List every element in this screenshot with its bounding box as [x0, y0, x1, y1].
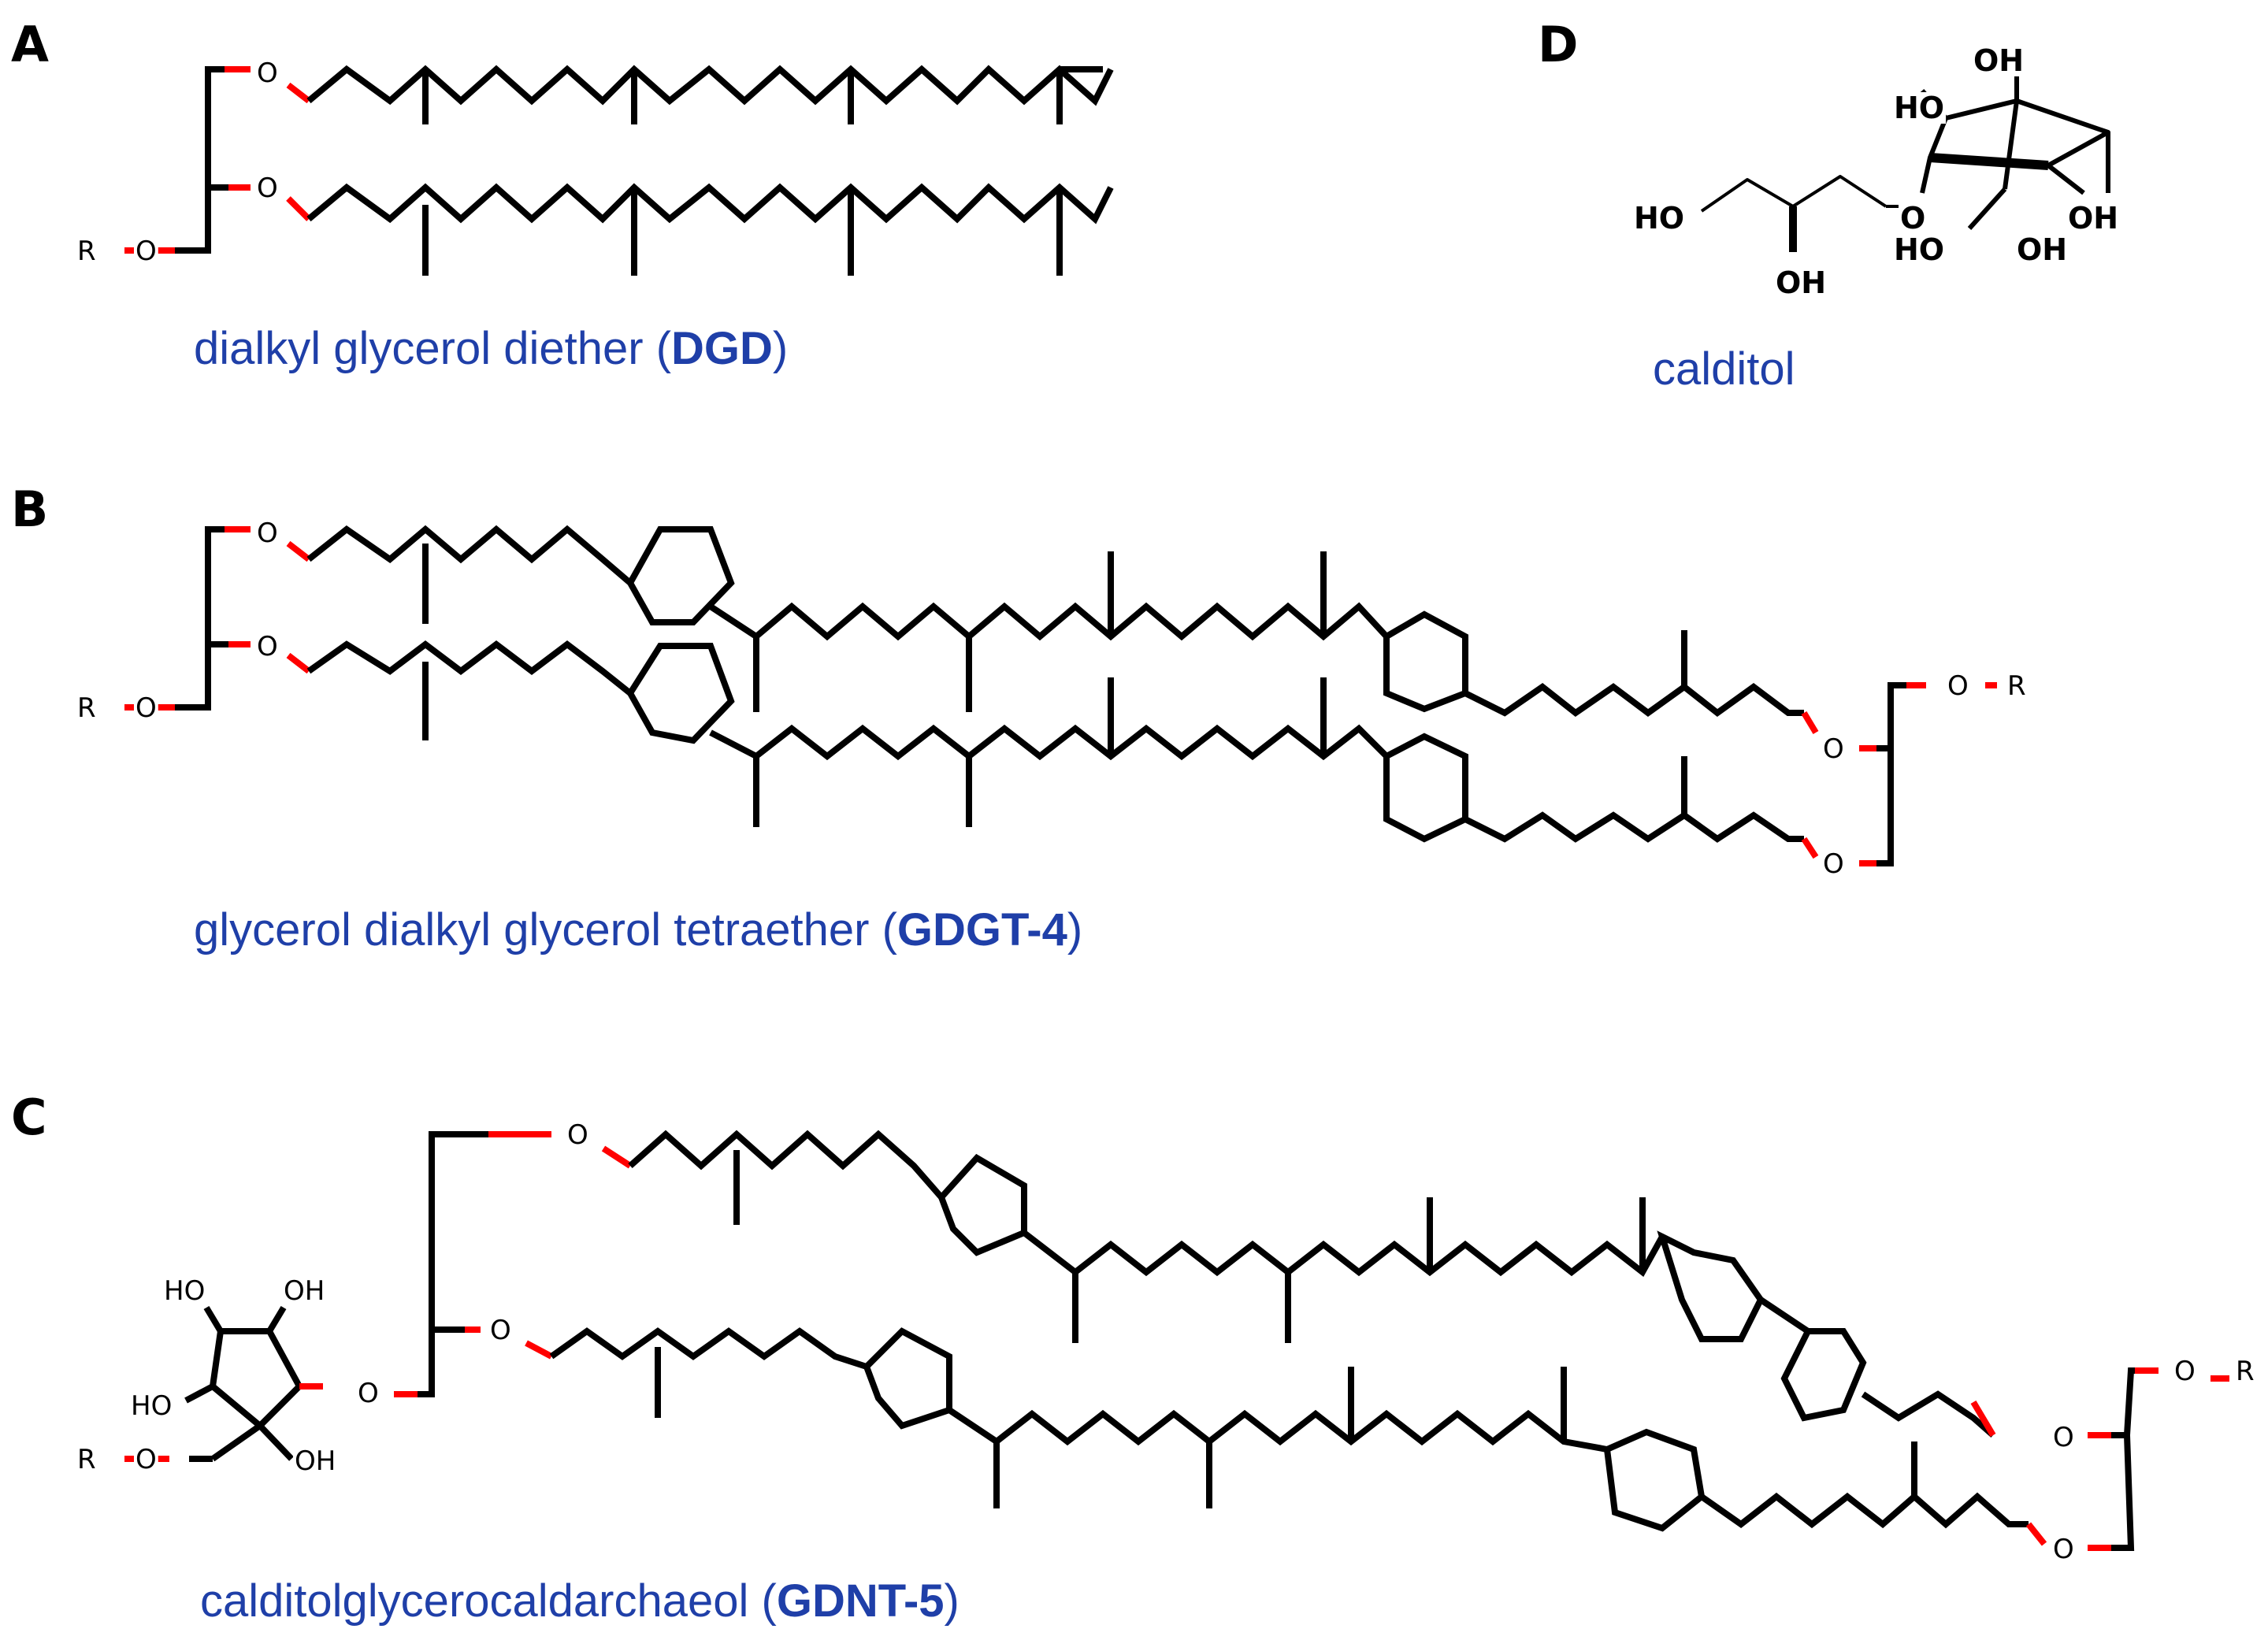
hydroxyl-label: HO	[131, 1390, 172, 1422]
panel-d: D OH HO HO O OH OH HO OH calditol	[1538, 16, 2121, 395]
calditol-structure: OH HO HO O OH OH HO OH	[1632, 43, 2121, 300]
hydroxyl-label: OH	[2017, 232, 2067, 267]
oxygen-label: O	[1823, 733, 1844, 765]
panel-a-letter: A	[11, 16, 49, 73]
oxygen-label: O	[567, 1119, 588, 1151]
dgd-structure: O O O R	[76, 58, 1114, 276]
oxygen-label: O	[257, 518, 278, 549]
hydroxyl-label: HO	[164, 1275, 205, 1307]
oxygen-label: O	[135, 1444, 157, 1475]
oxygen-label: O	[2053, 1422, 2074, 1453]
panel-a-caption: dialkyl glycerol diether (DGD)	[194, 323, 788, 374]
panel-c: C	[11, 1089, 2256, 1627]
gdnt-structure: HO OH HO OH O O R O O O O O R	[76, 1119, 2256, 1565]
hydroxyl-label: HO	[1634, 201, 1684, 236]
hydroxyl-label: OH	[2068, 201, 2118, 236]
r-group-label: R	[77, 236, 96, 267]
oxygen-label: O	[2053, 1534, 2074, 1565]
hydroxyl-label: OH	[1776, 265, 1826, 300]
oxygen-label: O	[257, 631, 278, 662]
gdgt-structure: O O O R O O O R	[76, 518, 2028, 880]
panel-b-caption: glycerol dialkyl glycerol tetraether (GD…	[194, 904, 1082, 955]
oxygen-label: O	[2174, 1356, 2196, 1387]
hydroxyl-label: HO	[1894, 232, 1944, 267]
hydroxyl-label: HO	[1894, 91, 1944, 125]
oxygen-label: O	[1947, 670, 1969, 702]
oxygen-label: O	[358, 1378, 379, 1409]
r-group-label: R	[77, 692, 96, 724]
panel-b: B	[11, 480, 2028, 955]
panel-d-caption: calditol	[1653, 343, 1795, 395]
oxygen-label: O	[1900, 201, 1925, 236]
oxygen-label: O	[257, 58, 278, 89]
hydroxyl-label: OH	[284, 1275, 325, 1307]
oxygen-label: O	[490, 1315, 511, 1346]
oxygen-label: O	[1823, 848, 1844, 880]
r-group-label: R	[2236, 1356, 2255, 1387]
panel-d-letter: D	[1538, 16, 1578, 73]
r-group-label: R	[2007, 670, 2026, 702]
oxygen-label: O	[257, 173, 278, 204]
hydroxyl-label: OH	[1973, 43, 2024, 78]
r-group-label: R	[77, 1444, 96, 1475]
oxygen-label: O	[135, 236, 157, 267]
panel-c-letter: C	[11, 1089, 47, 1146]
hydroxyl-label: OH	[295, 1445, 336, 1477]
oxygen-label: O	[135, 692, 157, 724]
panel-c-caption: calditolglycerocaldarchaeol (GDNT-5)	[200, 1575, 960, 1627]
panel-a: A O O	[11, 16, 1114, 374]
panel-b-letter: B	[11, 480, 48, 538]
